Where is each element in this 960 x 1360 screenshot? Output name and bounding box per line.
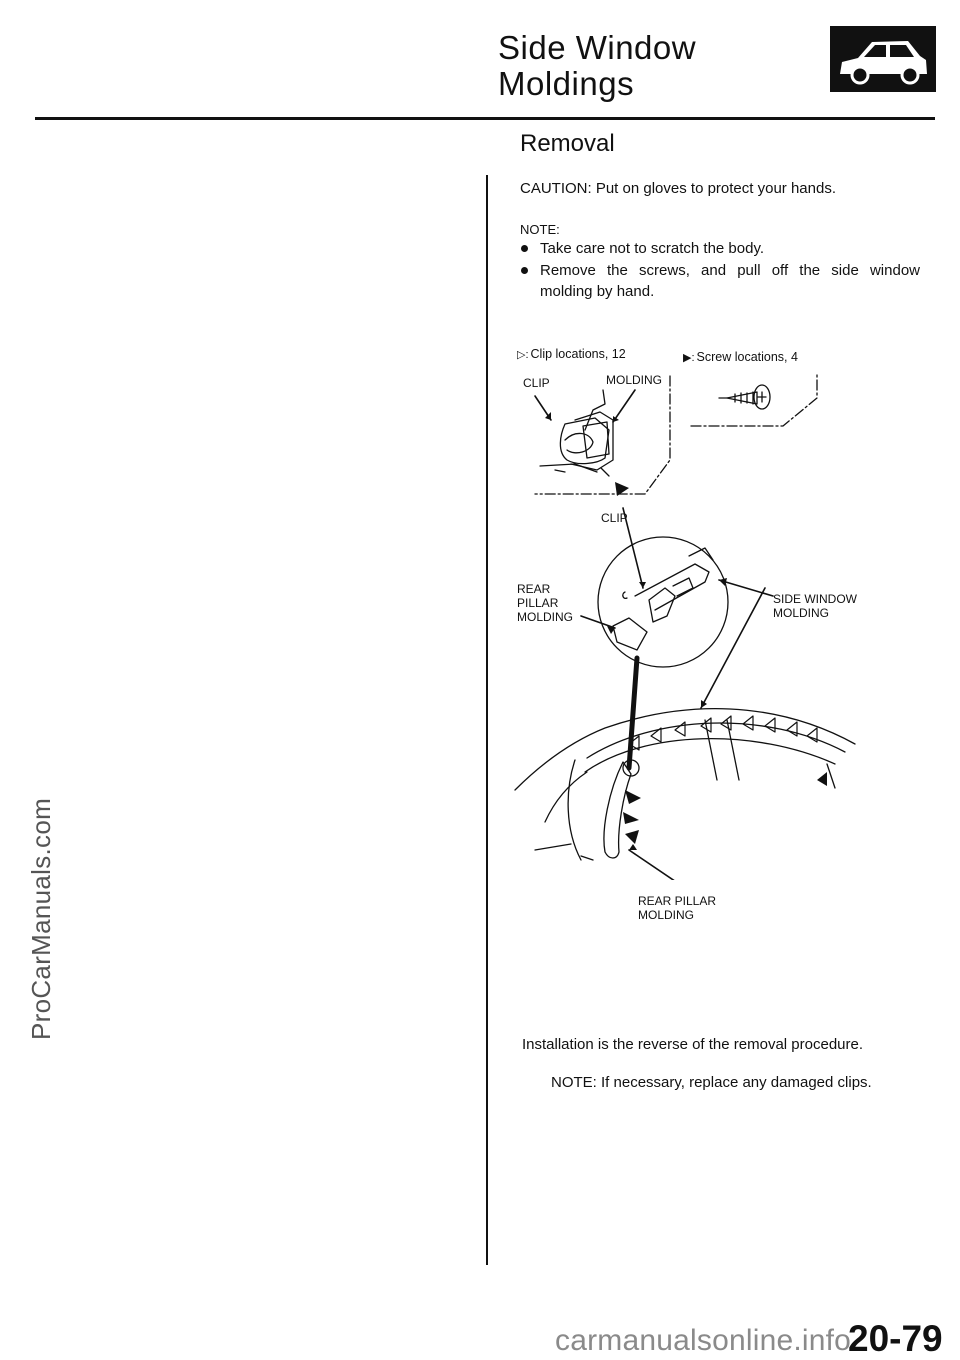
legend-screw-text: Screw locations, 4 (696, 350, 798, 364)
side-watermark: ProCarManuals.com (26, 797, 56, 1040)
label-line: REAR (517, 582, 551, 596)
note-label: NOTE: (520, 222, 560, 237)
note-item: Remove the screws, and pull off the side… (520, 260, 920, 302)
clip-detail-illustration (534, 375, 671, 495)
legend-screw-locations: ▶:Screw locations, 4 (683, 350, 798, 364)
screw-detail-illustration (690, 373, 818, 427)
label-line: MOLDING (773, 606, 830, 620)
label-line: REAR PILLAR (638, 894, 717, 908)
note-item-text: Remove the screws, and pull off the side… (540, 262, 920, 300)
legend-clip-locations: ▷:Clip locations, 12 (517, 347, 626, 361)
label-rear-pillar-molding-bottom: REAR PILLAR MOLDING (638, 894, 716, 922)
label-molding-top: MOLDING (606, 373, 663, 387)
page-number: 20-79 (848, 1318, 943, 1359)
screw-marker-icon: ▶: (683, 352, 695, 364)
bullet-icon (521, 267, 528, 274)
molding-diagram (514, 373, 856, 880)
label-line: MOLDING (517, 610, 574, 624)
installation-text: Installation is the reverse of the remov… (522, 1036, 864, 1053)
label-clip-mid: CLIP (601, 511, 628, 525)
page-title-line-1: Side Window (498, 29, 697, 66)
legend-clip-text: Clip locations, 12 (530, 347, 626, 361)
bullet-icon (521, 245, 528, 252)
note-list: Take care not to scratch the body. Remov… (520, 238, 920, 303)
car-body-illustration (514, 587, 856, 880)
clip-location-markers (628, 715, 818, 751)
label-rear-pillar-molding: REAR PILLAR MOLDING (517, 582, 573, 624)
installation-note: NOTE: If necessary, replace any damaged … (551, 1074, 872, 1091)
car-side-icon (830, 26, 936, 92)
caution-text: CAUTION: Put on gloves to protect your h… (520, 180, 836, 197)
page-title-line-2: Moldings (498, 65, 635, 102)
note-item-text: Take care not to scratch the body. (540, 240, 765, 257)
screw-location-markers (615, 482, 827, 844)
page-title: Side Window Moldings (498, 30, 696, 102)
label-side-window-molding: SIDE WINDOW MOLDING (773, 592, 857, 620)
magnified-clip-illustration (580, 507, 774, 668)
section-heading-removal: Removal (520, 130, 615, 157)
clip-marker-icon: ▷: (517, 349, 529, 361)
note-item: Take care not to scratch the body. (520, 238, 920, 259)
label-line: MOLDING (638, 908, 695, 922)
footer-watermark: carmanualsonline.info (555, 1324, 852, 1357)
header-rule (35, 117, 935, 120)
label-clip-top: CLIP (523, 376, 550, 390)
label-line: PILLAR (517, 596, 559, 610)
label-line: SIDE WINDOW (773, 592, 857, 606)
column-divider (486, 175, 488, 1265)
